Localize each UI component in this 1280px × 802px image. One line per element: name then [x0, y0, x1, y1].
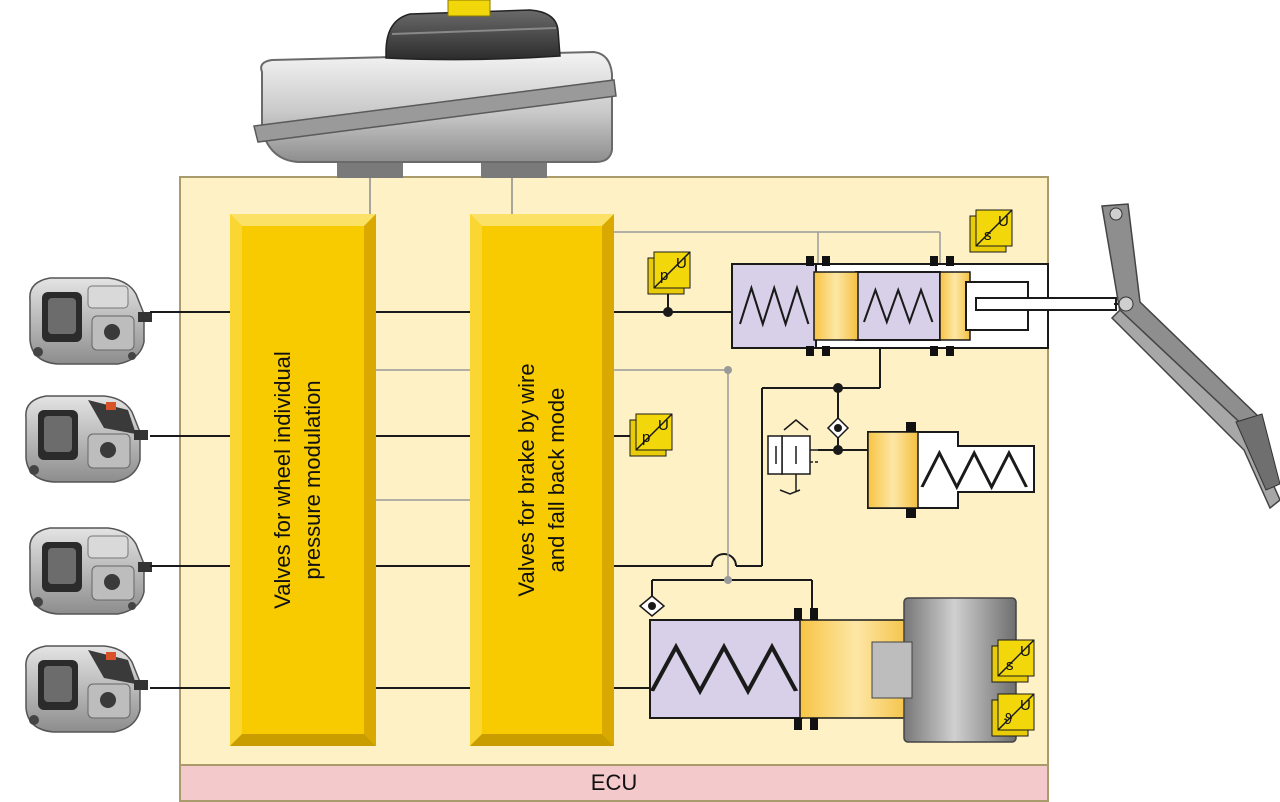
brake-fluid-reservoir — [253, 0, 617, 178]
svg-text:p: p — [642, 429, 650, 446]
svg-text:U: U — [1020, 643, 1031, 660]
pressure-sensor-upper: p U — [647, 251, 691, 295]
svg-text:s: s — [1006, 657, 1014, 674]
pressure-sensor-middle: p U — [629, 413, 673, 457]
master-cylinder — [731, 256, 1117, 356]
check-valve-pump — [638, 595, 666, 617]
svg-text:U: U — [658, 417, 669, 434]
junction-dots-grey — [724, 366, 732, 584]
valve-block-wheel-line1: Valves for wheel individual — [270, 351, 295, 609]
svg-text:p: p — [660, 267, 668, 284]
junction-dots — [663, 307, 843, 455]
valve-block-wheel-line2: pressure modulation — [300, 380, 325, 579]
wheel-brake-rear-right — [25, 645, 149, 733]
hydraulic-lines — [150, 290, 881, 689]
auxiliary-lines — [374, 231, 941, 580]
valve-block-bbw-line2: and fall back mode — [544, 388, 569, 573]
wheel-brake-rear-left — [29, 527, 153, 615]
wheel-brake-front-right — [25, 395, 149, 483]
ecu-label: ECU — [591, 770, 637, 795]
valve-block-bbw-line1: Valves for brake by wire — [514, 363, 539, 596]
ecu-bar: ECU — [179, 764, 1049, 802]
valve-block-wheel-modulation: Valves for wheel individual pressure mod… — [230, 214, 376, 746]
pressure-supply-unit — [649, 597, 1017, 743]
simulator-valve — [767, 419, 818, 495]
valve-block-brake-by-wire: Valves for brake by wire and fall back m… — [470, 214, 614, 746]
svg-text:U: U — [998, 213, 1009, 230]
reservoir-lines — [369, 178, 513, 215]
check-valve-simulator — [826, 416, 850, 440]
motor-angle-sensor: ϑ U — [991, 693, 1035, 737]
brake-pedal — [1101, 203, 1280, 510]
svg-text:ϑ: ϑ — [1004, 711, 1013, 728]
motor-travel-sensor: s U — [991, 639, 1035, 683]
svg-text:U: U — [676, 255, 687, 272]
svg-text:s: s — [984, 227, 992, 244]
wheel-brake-front-left — [29, 277, 153, 365]
svg-text:U: U — [1020, 697, 1031, 714]
pedal-travel-sensor: s U — [969, 209, 1013, 253]
pedal-feel-simulator — [867, 422, 1035, 518]
